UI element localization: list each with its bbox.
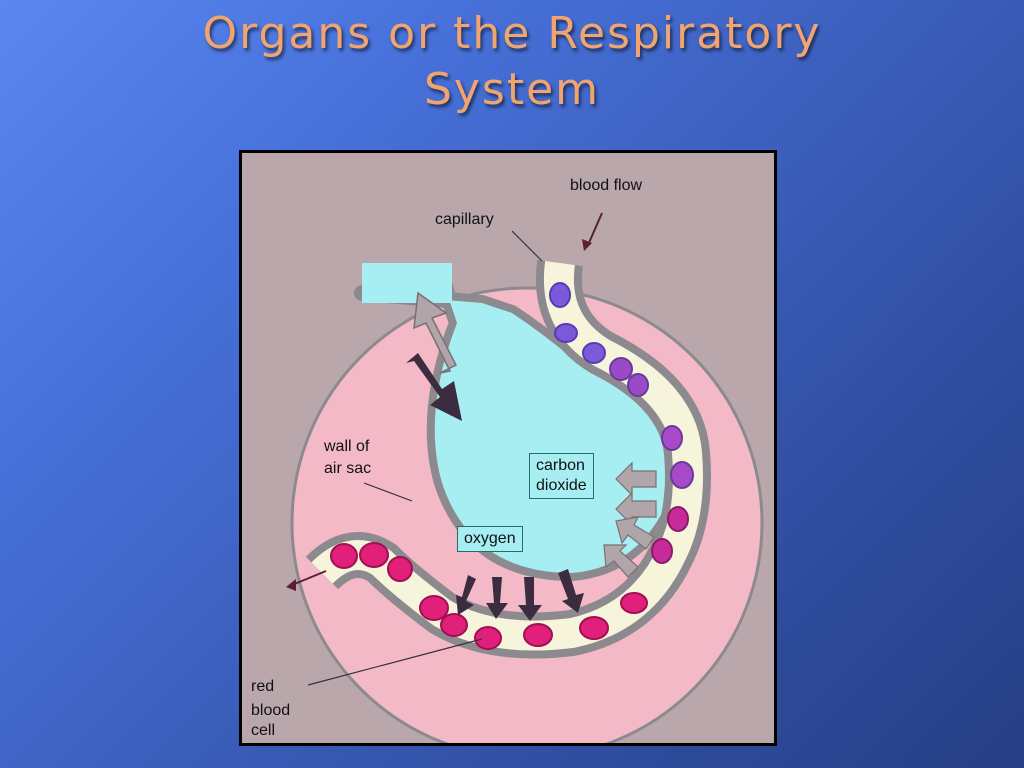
blood-flow-out-arrowhead xyxy=(286,579,296,591)
air-in-arrow xyxy=(406,353,462,421)
capillary-leader xyxy=(511,230,543,262)
label-oxygen: oxygen xyxy=(457,526,523,552)
label-carbon-dioxide-line-1: carbon xyxy=(536,457,585,474)
red-blood-cell xyxy=(549,282,571,308)
label-capillary: capillary xyxy=(435,211,494,228)
red-blood-cell xyxy=(667,506,689,532)
alveolus-diagram-svg xyxy=(242,153,774,743)
alveolus-diagram: blood flow capillary wall of air sac car… xyxy=(239,150,777,746)
slide-title-line-1: Organs or the Respiratory xyxy=(202,8,822,59)
blood-flow-in-arrow xyxy=(587,212,603,246)
red-blood-cell xyxy=(609,357,633,381)
air-sac xyxy=(362,278,670,573)
red-blood-cell xyxy=(359,542,389,568)
oxygen-arrow xyxy=(518,577,542,621)
red-blood-cell xyxy=(582,342,606,364)
co2-arrow xyxy=(615,516,655,550)
co2-arrow xyxy=(615,461,657,497)
red-blood-cell xyxy=(670,461,694,489)
co2-arrow xyxy=(615,491,657,527)
label-carbon-dioxide-line-2: dioxide xyxy=(536,477,587,494)
co2-arrows xyxy=(603,461,657,578)
label-wall-of-air-sac-line-1: wall of xyxy=(324,438,370,455)
red-blood-cell xyxy=(627,373,649,397)
label-red-blood-cell-line-1: red xyxy=(251,678,275,695)
blood-flow-in-arrowhead xyxy=(582,239,592,251)
label-red-blood-cell-line-2: blood xyxy=(251,702,291,719)
blood-flow-out-arrow xyxy=(291,570,327,586)
red-blood-cell xyxy=(523,623,553,647)
red-blood-cell xyxy=(330,543,358,569)
rbc-deoxygenated-group xyxy=(549,282,694,489)
oxygen-arrow xyxy=(558,569,584,613)
red-blood-cell xyxy=(440,613,468,637)
wall-leader xyxy=(363,482,413,502)
label-wall-of-air-sac-line-2: air sac xyxy=(324,460,372,477)
slide-title: Organs or the Respiratory System xyxy=(0,6,1024,118)
co2-arrow xyxy=(603,544,639,578)
oxygen-arrows xyxy=(456,569,584,621)
red-blood-cell xyxy=(661,425,683,451)
red-blood-cell xyxy=(419,595,449,621)
oxygen-arrow xyxy=(456,575,476,615)
red-blood-cell-leader xyxy=(307,638,483,686)
red-blood-cell xyxy=(651,538,673,564)
rbc-oxygenated-group xyxy=(330,506,689,650)
red-blood-cell xyxy=(579,616,609,640)
oxygen-arrow xyxy=(486,577,508,619)
red-blood-cell xyxy=(474,626,502,650)
slide-title-line-2: System xyxy=(423,64,601,115)
red-blood-cell xyxy=(620,592,648,614)
red-blood-cell xyxy=(387,556,413,582)
label-blood-flow: blood flow xyxy=(570,177,643,194)
label-red-blood-cell-line-3: cell xyxy=(251,722,276,739)
air-passage xyxy=(362,263,452,303)
red-blood-cell xyxy=(554,323,578,343)
air-out-arrow xyxy=(413,291,458,374)
label-carbon-dioxide: carbon dioxide xyxy=(529,453,594,499)
